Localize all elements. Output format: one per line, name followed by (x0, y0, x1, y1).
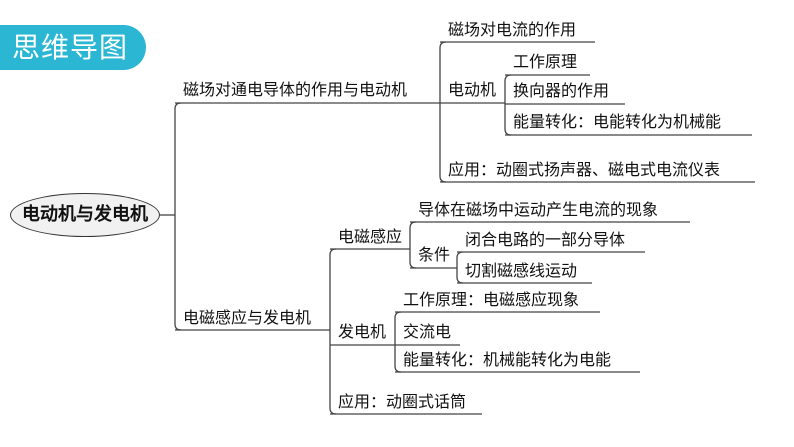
node-motor-energy: 能量转化：电能转化为机械能 (513, 112, 722, 131)
node-condition-cutting: 切割磁感线运动 (465, 261, 578, 280)
node-induction-definition: 导体在磁场中运动产生电流的现象 (418, 200, 659, 219)
node-generator-principle: 工作原理：电磁感应现象 (403, 290, 580, 309)
node-ac: 交流电 (403, 322, 452, 341)
node-motor-principle: 工作原理 (513, 52, 578, 71)
node-motor-application: 应用：动圈式扬声器、磁电式电流仪表 (448, 160, 721, 179)
title-badge: 思维导图 (0, 25, 146, 70)
node-condition-closed-circuit: 闭合电路的一部分导体 (465, 230, 626, 249)
node-induction: 电磁感应 (338, 227, 403, 246)
branch-motor-label: 磁场对通电导体的作用与电动机 (183, 80, 408, 99)
node-generator-application: 应用：动圈式话筒 (338, 392, 467, 411)
root-node: 电动机与发电机 (10, 193, 160, 237)
node-generator: 发电机 (338, 322, 387, 341)
branch-generator-label: 电磁感应与发电机 (183, 308, 312, 327)
node-generator-energy: 能量转化：机械能转化为电能 (403, 350, 612, 369)
node-force-on-current: 磁场对电流的作用 (448, 20, 577, 39)
node-commutator: 换向器的作用 (513, 81, 610, 100)
node-motor: 电动机 (448, 80, 497, 99)
node-conditions: 条件 (418, 245, 451, 264)
